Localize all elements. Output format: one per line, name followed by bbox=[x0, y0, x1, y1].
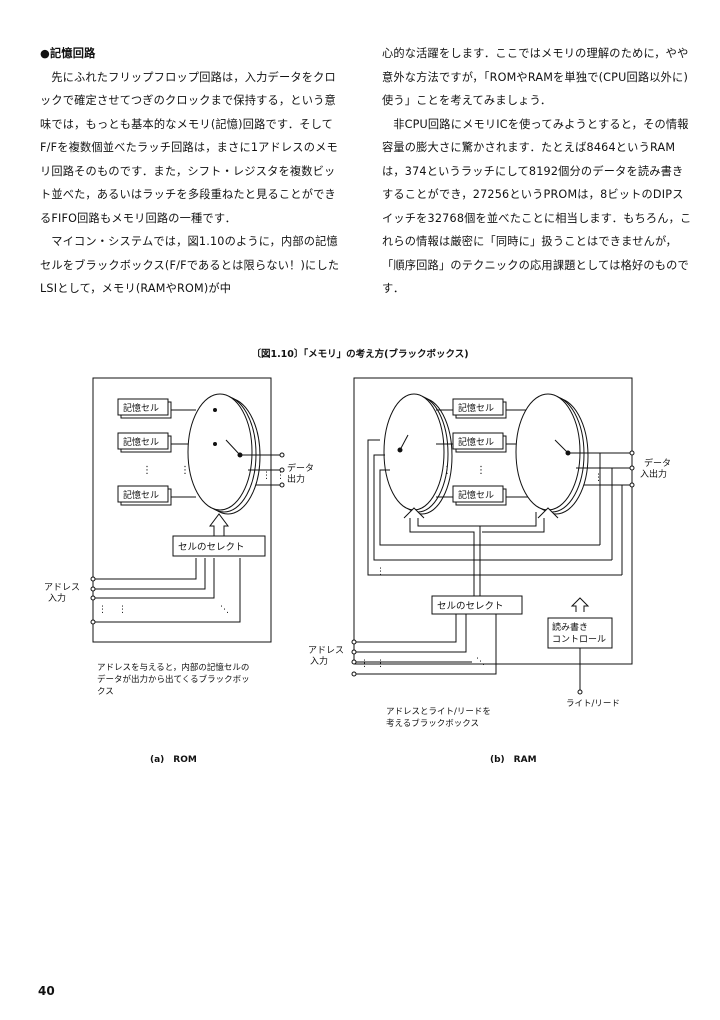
memory-black-box-figure: 記憶セル 記憶セル 記憶セル ⋮ ⋮ ⋮ ⋮ データ 出力 セル bbox=[44, 377, 671, 729]
ram-address-lines: ⋮ ⋮ ⋱ アドレス 入力 bbox=[308, 614, 497, 677]
rom-cell-label: 記憶セル bbox=[123, 489, 159, 501]
svg-text:⋮: ⋮ bbox=[442, 465, 452, 476]
ram-address-label: アドレス bbox=[308, 646, 344, 656]
ram-cell-label: 記憶セル bbox=[458, 402, 494, 414]
svg-text:⋮: ⋮ bbox=[142, 465, 152, 476]
paragraph: 先にふれたフリップフロップ回路は，入力データをクロックで確定させてつぎのクロック… bbox=[40, 70, 338, 225]
ram-address-label: 入力 bbox=[310, 655, 328, 667]
rom-address-label: 入力 bbox=[48, 592, 66, 604]
rom-data-output: ⋮ ⋮ データ 出力 bbox=[240, 452, 314, 488]
page-number: 40 bbox=[38, 984, 55, 998]
ram-cells: 記憶セル 記憶セル 記憶セル ⋮ ⋮ ⋮ bbox=[436, 398, 528, 506]
ram-box bbox=[353, 377, 633, 665]
rom-note: クス bbox=[97, 687, 114, 697]
rom-select-block: セルのセレクト bbox=[172, 513, 266, 557]
ram-diagram: 記憶セル 記憶セル 記憶セル ⋮ ⋮ ⋮ ⋮ ⋮ デー bbox=[308, 377, 671, 729]
ram-select-block: セルのセレクト bbox=[431, 595, 523, 615]
svg-text:⋮: ⋮ bbox=[360, 659, 369, 669]
ram-rw-control-label: コントロール bbox=[552, 635, 606, 645]
ram-rw-label: ライト/リード bbox=[566, 699, 620, 709]
ram-select-bus bbox=[403, 507, 559, 596]
ram-rw-control-label: 読み書き bbox=[552, 621, 588, 633]
paragraph: 心的な活躍をします．ここではメモリの理解のために，やや意外な方法ですが，「ROM… bbox=[382, 47, 689, 107]
rom-data-label: データ bbox=[287, 462, 314, 474]
rom-note: アドレスを与えると，内部の記憶セルの bbox=[97, 662, 249, 673]
svg-text:⋱: ⋱ bbox=[476, 657, 485, 667]
svg-text:⋮: ⋮ bbox=[118, 605, 127, 615]
svg-text:⋮: ⋮ bbox=[98, 605, 107, 615]
ram-cell-label: 記憶セル bbox=[458, 436, 494, 448]
svg-text:⋮: ⋮ bbox=[376, 659, 385, 669]
rom-box bbox=[92, 377, 272, 643]
rom-address-lines: ⋮ ⋮ ⋱ アドレス 入力 bbox=[44, 558, 241, 625]
ram-right-switch bbox=[515, 393, 589, 515]
rom-cell-label: 記憶セル bbox=[123, 402, 159, 414]
ram-data-io: ⋮ ⋮ データ 入出力 bbox=[367, 439, 671, 577]
rom-cells: 記憶セル 記憶セル 記憶セル ⋮ ⋮ bbox=[117, 398, 196, 506]
ram-data-label: 入出力 bbox=[640, 468, 667, 480]
svg-text:⋮: ⋮ bbox=[594, 473, 603, 483]
rom-select-label: セルのセレクト bbox=[178, 542, 245, 553]
ram-note: 考えるブラックボックス bbox=[386, 718, 479, 729]
figure-caption: 〔図1.10〕「メモリ」の考え方(ブラックボックス) bbox=[251, 349, 469, 360]
svg-text:⋮: ⋮ bbox=[276, 471, 285, 481]
rom-selector-switch bbox=[187, 393, 261, 515]
right-text-column: 心的な活躍をします．ここではメモリの理解のために，やや意外な方法ですが，「ROM… bbox=[382, 42, 694, 301]
paragraph: 非CPU回路にメモリICを使ってみようとすると，その情報容量の膨大さに驚かされま… bbox=[382, 117, 692, 296]
ram-sub-caption: (b) RAM bbox=[490, 755, 537, 765]
ram-rw-control: 読み書き コントロール ライト/リード bbox=[547, 597, 620, 709]
svg-text:⋱: ⋱ bbox=[220, 605, 229, 615]
svg-text:⋮: ⋮ bbox=[262, 471, 271, 481]
rom-note: データが出力から出てくるブラックボッ bbox=[97, 674, 250, 685]
ram-data-label: データ bbox=[644, 457, 671, 469]
section-heading: ●記憶回路 bbox=[40, 47, 96, 60]
paragraph: マイコン・システムでは，図1.10のように，内部の記憶セルをブラックボックス(F… bbox=[40, 235, 340, 295]
ram-left-switch bbox=[383, 393, 453, 515]
rom-data-label: 出力 bbox=[287, 473, 305, 485]
rom-diagram: 記憶セル 記憶セル 記憶セル ⋮ ⋮ ⋮ ⋮ データ 出力 セル bbox=[44, 377, 314, 697]
rom-sub-caption: (a) ROM bbox=[150, 755, 197, 765]
svg-text:⋮: ⋮ bbox=[376, 567, 385, 577]
left-text-column: ●記憶回路 先にふれたフリップフロップ回路は，入力データをクロックで確定させてつ… bbox=[40, 42, 345, 301]
rom-cell-label: 記憶セル bbox=[123, 436, 159, 448]
rom-address-label: アドレス bbox=[44, 583, 80, 593]
svg-text:⋮: ⋮ bbox=[476, 465, 486, 476]
ram-select-label: セルのセレクト bbox=[437, 601, 504, 612]
ram-note: アドレスとライト/リードを bbox=[386, 707, 491, 717]
ram-cell-label: 記憶セル bbox=[458, 489, 494, 501]
svg-text:⋮: ⋮ bbox=[180, 465, 190, 476]
